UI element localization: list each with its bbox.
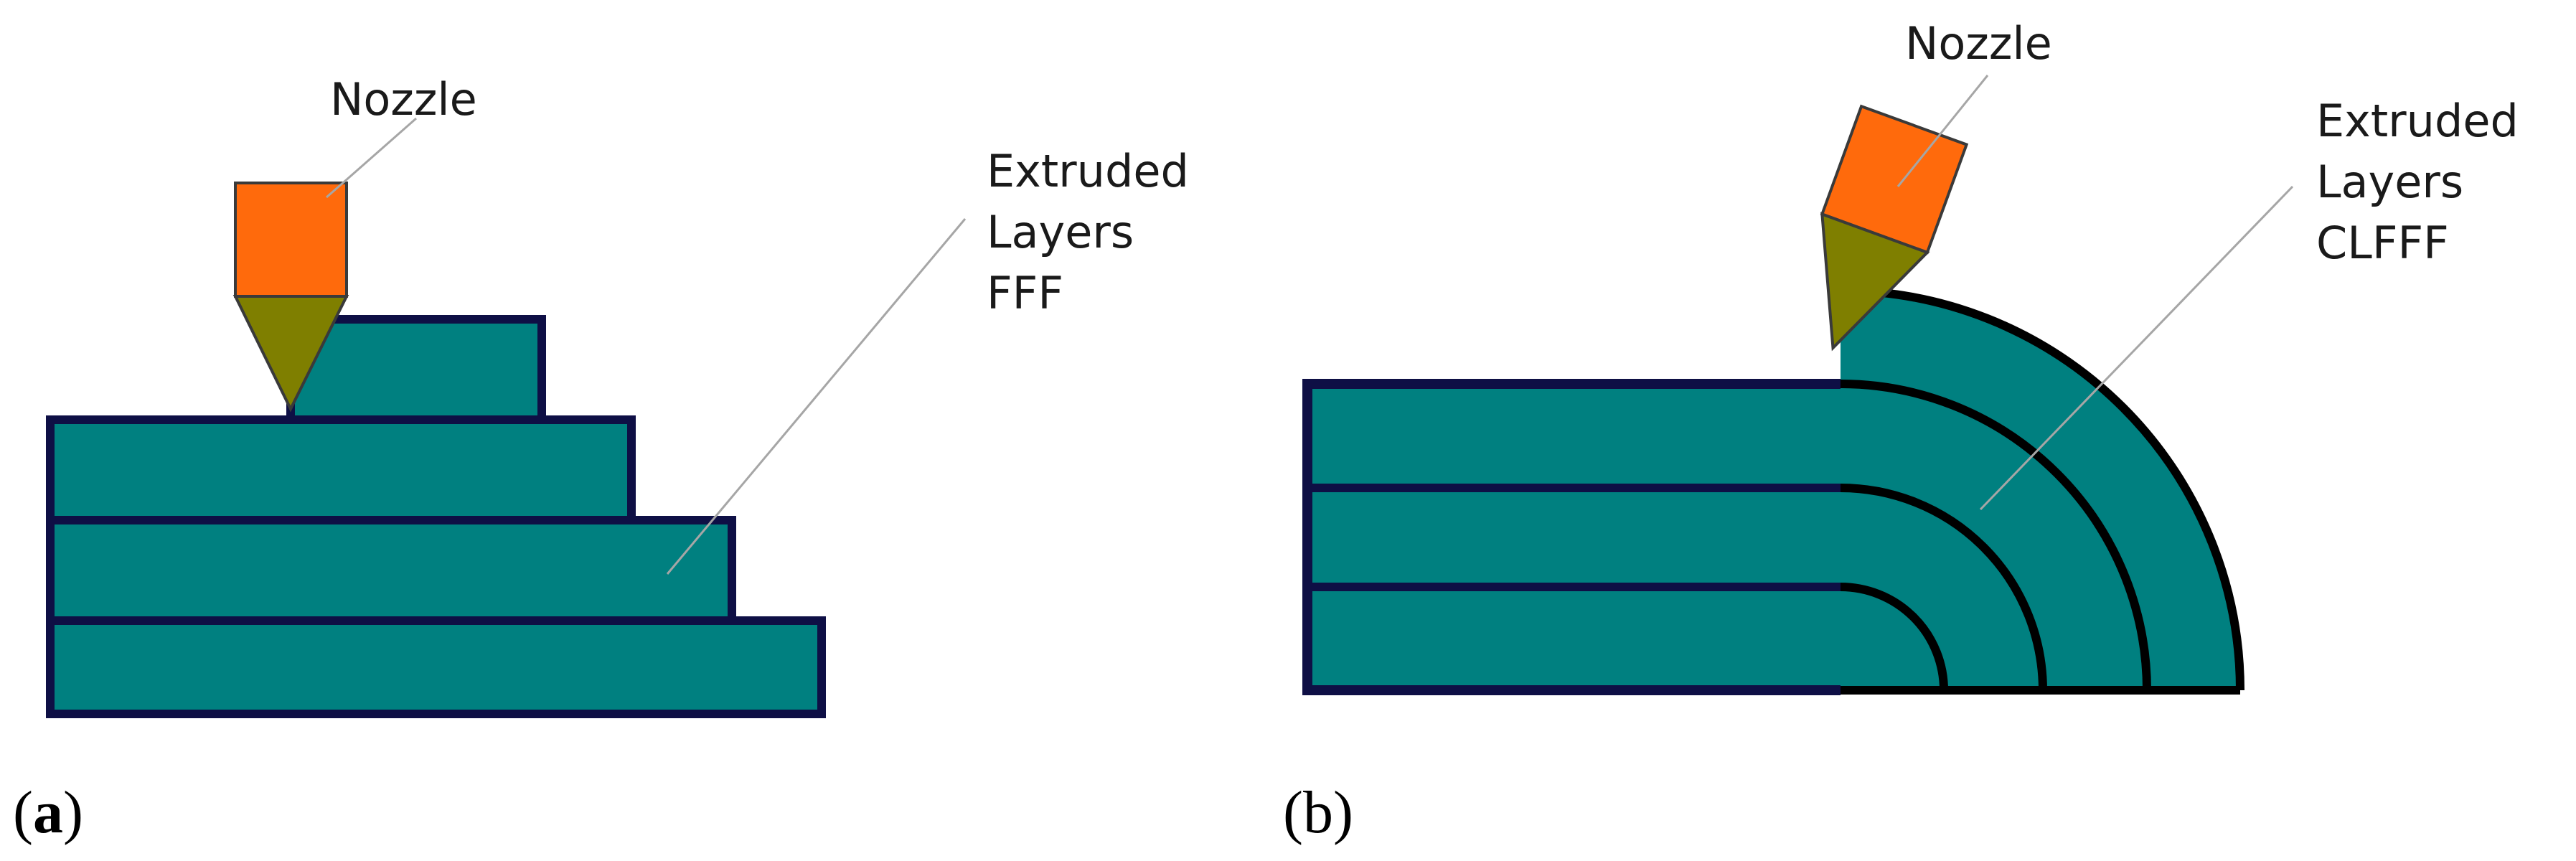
clfff-layers-label-line-3: CLFFF [2316,217,2449,269]
fff-layers-label: Extruded Layers FFF [987,145,1203,319]
fff-layers-leader [666,218,967,575]
clfff-layers-label: Extruded Layers CLFFF [2316,95,2533,269]
fff-layer-3 [46,415,636,524]
panel-a-label-close: ) [63,779,83,846]
fff-layers-label-line-3: FFF [987,267,1063,319]
clfff-nozzle-tip [1820,212,1930,352]
panel-b: Nozzle Extruded Layers CLFFF (b) [1283,17,2533,846]
panel-a-label: (a) [13,779,83,846]
clfff-layers-label-line-2: Layers [2316,156,2463,208]
fff-layers-label-line-2: Layers [987,206,1134,258]
clfff-layers-leader [1979,185,2294,511]
clfff-straight-outline [1302,379,1841,695]
panel-a-label-letter: a [33,779,63,846]
panel-b-label: (b) [1283,779,1353,846]
fff-nozzle-leader [326,117,417,199]
panel-a: Nozzle Extruded Layers FFF (a) [13,73,1203,846]
fff-nozzle-label: Nozzle [330,73,477,126]
fff-layer-1 [46,616,826,718]
clfff-nozzle [1820,104,1969,352]
fff-layers-label-line-1: Extruded [987,145,1189,197]
clfff-nozzle-label: Nozzle [1905,17,2052,70]
fff-nozzle [232,182,349,413]
clfff-arc-2 [1840,484,2047,691]
clfff-curved-layers [1840,286,2244,695]
clfff-arc-1 [1840,583,1948,691]
fff-layer-2 [46,516,736,625]
clfff-arc-outer [1840,286,2244,691]
clfff-straight-layers [1302,379,1841,695]
panel-a-label-open: ( [13,779,33,846]
clfff-arc-3 [1840,380,2151,691]
clfff-layers-label-line-1: Extruded [2316,95,2519,147]
fff-nozzle-body [234,182,348,298]
fff-nozzle-tip [232,295,349,413]
clfff-nozzle-leader [1896,75,1989,187]
